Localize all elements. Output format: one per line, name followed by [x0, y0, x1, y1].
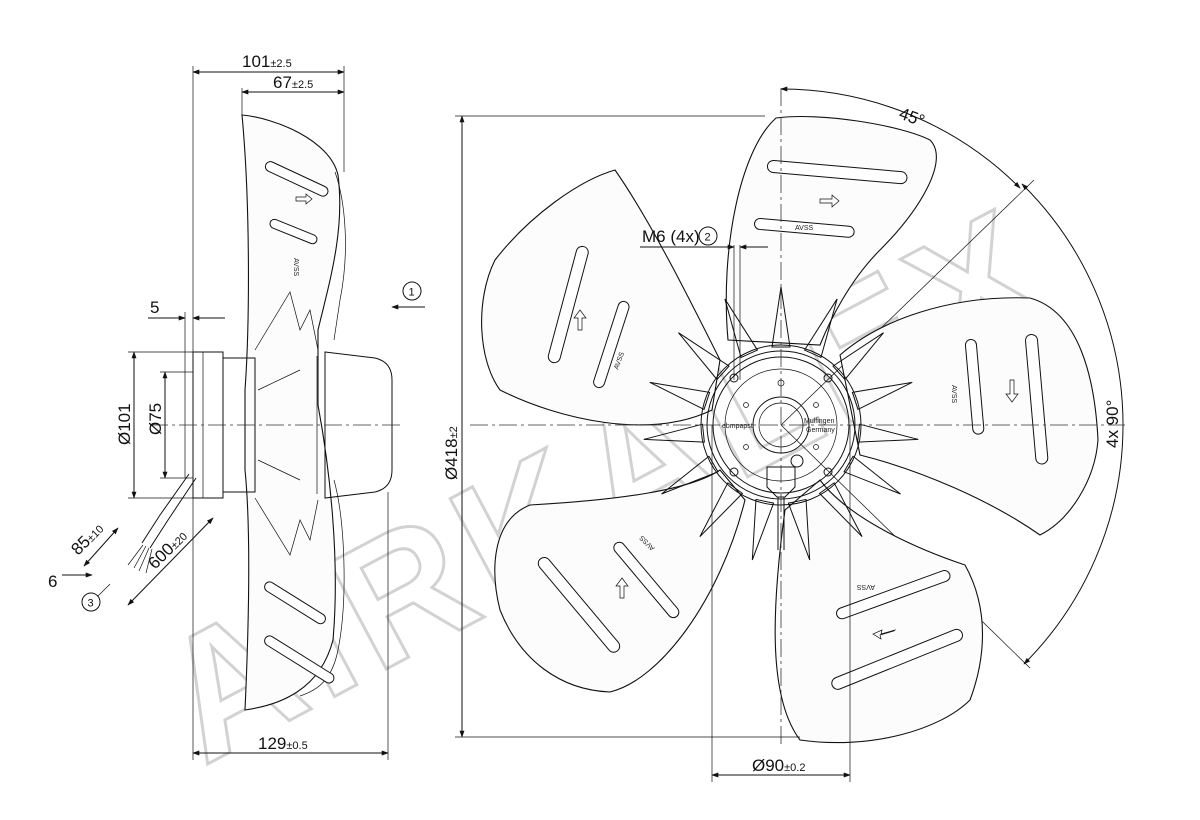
blade-arrow [1005, 379, 1019, 403]
dim-outer-dia: Ø101 [115, 403, 134, 445]
blade-arrow [819, 194, 840, 208]
blade-slot [836, 570, 951, 620]
angle-arc-90 [1021, 183, 1124, 665]
dim-overall-width: 129±0.5 [258, 734, 308, 753]
callout-2-circle [698, 226, 718, 246]
dim-bolt-pattern: 4x 90° [1103, 400, 1122, 448]
front-view: 45° 4x 90° AVSS [442, 86, 1125, 782]
side-slot [264, 161, 329, 197]
blade-slot [831, 628, 963, 690]
dim-wire-end: 6 [48, 572, 57, 591]
side-slot [269, 218, 318, 245]
dim-cable-length: 600±20 [144, 526, 190, 572]
blade-arrow [615, 577, 629, 599]
blade-mark: AVSS [795, 225, 813, 232]
callout-3: 3 [88, 598, 94, 610]
dim-mount-thread: M6 (4x) [642, 227, 700, 246]
side-blade-back [299, 171, 346, 697]
side-slot [264, 635, 335, 684]
blade-slot [547, 245, 589, 364]
side-blade-mark: AVSS [292, 258, 299, 276]
hub-brand: ebmpapst [722, 423, 753, 430]
callout-1-circle [402, 281, 422, 301]
callout-3-circle [81, 592, 101, 612]
dim-fan-dia: Ø418±2 [442, 426, 461, 480]
blade-root [257, 369, 301, 481]
blade-root [254, 497, 319, 556]
dim-cable-strip: 85±10 [67, 519, 107, 559]
blade-slot [964, 338, 985, 435]
blade-slot [613, 541, 680, 619]
blade-root [254, 291, 319, 351]
blade-arrow [573, 309, 587, 331]
dim-85-line [83, 527, 119, 567]
blade-slot [593, 300, 630, 389]
dim-inner-dia: Ø75 [146, 403, 165, 435]
blade-mark: AVSS [857, 583, 875, 590]
hub-city: Mulfingen [804, 418, 834, 425]
cable [149, 477, 197, 549]
blade-slot [537, 556, 621, 653]
side-blade-front [241, 114, 341, 711]
blade-right [839, 297, 1099, 536]
blade-slot [753, 217, 855, 238]
dim-flange-offset: 5 [150, 298, 159, 317]
dim-600-line [127, 517, 214, 606]
dim-hub-dia: Ø90±0.2 [752, 756, 805, 775]
callout-3-leader [97, 583, 111, 597]
motor-housing [324, 351, 393, 499]
angle-arc-45 [780, 86, 1021, 189]
dim-angle: 45° [897, 104, 928, 131]
dim-blade-depth: 67±2.5 [273, 73, 313, 92]
side-slot [264, 581, 326, 625]
angle-ref-line [780, 179, 1035, 426]
callout-1: 1 [409, 287, 415, 299]
dim-total-depth: 101±2.5 [242, 52, 292, 71]
callout-2: 2 [705, 232, 711, 244]
blade-left [481, 169, 721, 426]
blade-mark: AVSS [950, 385, 957, 403]
front-slots [537, 160, 1049, 690]
blade-arrow [872, 629, 897, 640]
blade-bottom-right [774, 479, 983, 744]
blade-slot [1025, 333, 1049, 465]
blade-slot [766, 160, 908, 185]
hub-country: Germany [806, 427, 835, 434]
side-arrow [295, 193, 313, 205]
